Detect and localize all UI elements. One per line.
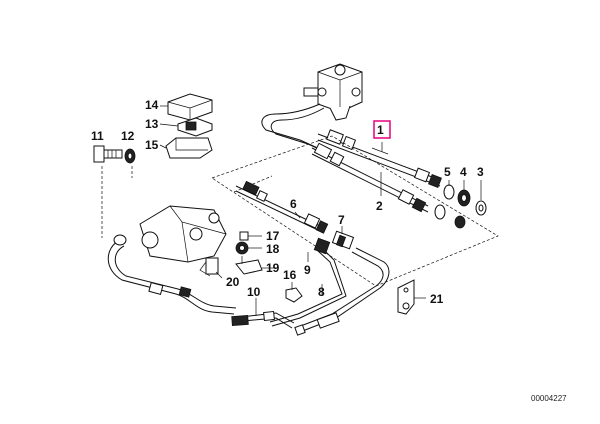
callout-18[interactable]: 18 [266,242,280,256]
diagram-number: 00004227 [531,394,567,403]
brake-hose-2 [311,142,429,213]
brake-pipe-10 [231,310,295,329]
brake-hose-1 [317,129,442,188]
callout-4[interactable]: 4 [460,165,467,179]
brake-pipe-20 [107,234,237,315]
callout-11[interactable]: 11 [91,129,104,143]
connector-7 [331,230,355,250]
callout-2[interactable]: 2 [376,199,383,213]
washer-12 [124,148,136,164]
callout-20[interactable]: 20 [226,275,240,289]
callout-21[interactable]: 21 [430,292,444,306]
bracket-19 [235,256,276,275]
bracket-21 [397,279,426,315]
callout-13[interactable]: 13 [145,117,159,131]
callout-labels: 1 2 3 4 5 6 7 8 9 10 11 12 13 14 15 16 1… [91,98,484,306]
bolt-leader [101,166,133,238]
clip-16 [285,282,303,303]
brake-pipe-6 [235,180,329,234]
callout-6[interactable]: 6 [290,197,297,211]
callout-7[interactable]: 7 [338,213,345,227]
callout-3[interactable]: 3 [477,165,484,179]
leader-lines [159,105,482,316]
clip-13 [177,117,213,137]
callout-5[interactable]: 5 [444,165,451,179]
clamp-18 [235,241,262,255]
callout-1[interactable]: 1 [377,123,384,137]
callout-19[interactable]: 19 [266,261,280,275]
bolt-17 [239,231,262,241]
callout-17[interactable]: 17 [266,229,280,243]
callout-12[interactable]: 12 [121,129,135,143]
callout-9[interactable]: 9 [304,263,311,277]
assembly-frame [211,135,499,287]
callout-14[interactable]: 14 [145,98,159,112]
pressure-regulator [303,63,363,121]
brake-pipe-8 [294,247,390,336]
callout-10[interactable]: 10 [247,285,261,299]
nut-washer-set [434,184,487,229]
callout-1-highlight-box [373,120,391,139]
callout-16[interactable]: 16 [283,268,297,282]
callout-8[interactable]: 8 [318,285,325,299]
brake-unit [139,205,227,277]
callout-15[interactable]: 15 [145,138,159,152]
bracket-14 [167,93,213,121]
banjo-bolt-11 [93,145,123,163]
holder-15 [165,137,213,159]
brake-pipe-upper [261,103,331,155]
